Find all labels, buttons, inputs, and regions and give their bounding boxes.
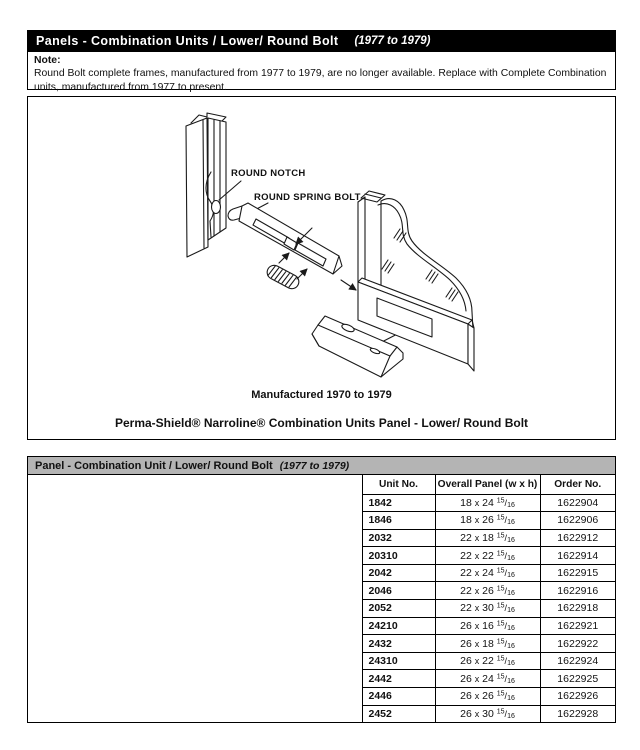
round-spring-bolt-part (227, 202, 343, 275)
order-no-cell: 1622916 (539, 581, 615, 601)
overall-panel-cell: 22 x 26 15/16 (434, 581, 541, 601)
unit-no-cell: 20310 (361, 546, 436, 565)
col-header-overall-panel: Overall Panel (w x h) (434, 475, 541, 495)
table-section-title: Panel - Combination Unit / Lower/ Round … (35, 459, 273, 472)
overall-panel-cell: 26 x 18 15/16 (434, 634, 541, 653)
exploded-view-diagram (185, 112, 475, 378)
order-no-cell: 1622922 (539, 634, 615, 653)
order-no-cell: 1622915 (539, 563, 615, 583)
order-no-cell: 1622925 (539, 669, 615, 689)
page-title-date-range: (1977 to 1979) (354, 34, 431, 47)
unit-no-cell: 24310 (361, 651, 436, 671)
overall-panel-cell: 22 x 18 15/16 (434, 528, 541, 548)
order-no-cell: 1622926 (539, 687, 615, 706)
round-spring-bolt-label: ROUND SPRING BOLT (254, 192, 361, 203)
order-no-cell: 1622928 (539, 704, 615, 723)
spring (266, 264, 300, 290)
unit-no-cell: 1846 (361, 511, 436, 530)
note-label: Note: (34, 55, 61, 66)
note-text: Round Bolt complete frames, manufactured… (34, 68, 607, 93)
unit-no-cell: 2046 (361, 581, 436, 601)
order-no-cell: 1622924 (539, 651, 615, 671)
table-section-header: Panel - Combination Unit / Lower/ Round … (28, 457, 615, 475)
overall-panel-cell: 18 x 24 15/16 (434, 493, 541, 513)
note-box: Note: Round Bolt complete frames, manufa… (27, 51, 616, 93)
title-bar: Panels - Combination Units / Lower/ Roun… (27, 30, 616, 51)
table-section-body: Unit No. Overall Panel (w x h) Order No.… (28, 475, 615, 723)
round-notch-label: ROUND NOTCH (231, 168, 306, 179)
panel-table: Unit No. Overall Panel (w x h) Order No.… (361, 475, 615, 723)
panel-table-section: Panel - Combination Unit / Lower/ Round … (27, 456, 616, 723)
table-header-row: Unit No. Overall Panel (w x h) Order No. (361, 475, 615, 495)
overall-panel-cell: 26 x 30 15/16 (434, 704, 541, 723)
lock-rail-piece (311, 315, 404, 378)
unit-no-cell: 24210 (361, 616, 436, 636)
overall-panel-cell: 22 x 22 15/16 (434, 546, 541, 565)
round-notch-leader (218, 180, 242, 201)
glass-hatching (381, 228, 459, 302)
overall-panel-cell: 26 x 22 15/16 (434, 651, 541, 671)
overall-panel-cell: 18 x 26 15/16 (434, 511, 541, 530)
unit-no-cell: 2442 (361, 669, 436, 689)
col-header-order-no: Order No. (539, 475, 615, 495)
unit-no-cell: 1842 (361, 493, 436, 513)
diagram-caption-product: Perma-Shield® Narroline® Combination Uni… (114, 416, 529, 430)
overall-panel-cell: 22 x 24 15/16 (434, 563, 541, 583)
table-section-date-range: (1977 to 1979) (279, 459, 350, 472)
order-no-cell: 1622906 (539, 511, 615, 530)
unit-no-cell: 2052 (361, 599, 436, 618)
overall-panel-cell: 26 x 26 15/16 (434, 687, 541, 706)
col-header-unit-no: Unit No. (361, 475, 436, 495)
unit-no-cell: 2432 (361, 634, 436, 653)
unit-no-cell: 2452 (361, 704, 436, 723)
overall-panel-cell: 26 x 16 15/16 (434, 616, 541, 636)
unit-no-cell: 2446 (361, 687, 436, 706)
order-no-cell: 1622912 (539, 528, 615, 548)
panel-with-glass (357, 190, 475, 372)
order-no-cell: 1622914 (539, 546, 615, 565)
page-title: Panels - Combination Units / Lower/ Roun… (36, 33, 339, 48)
order-no-cell: 1622904 (539, 493, 615, 513)
frame-jamb-piece (185, 112, 227, 258)
overall-panel-cell: 26 x 24 15/16 (434, 669, 541, 689)
diagram-box: ROUND NOTCH ROUND SPRING BOLT Manufactur… (27, 96, 616, 440)
round-notch-hole (210, 199, 222, 215)
unit-no-cell: 2042 (361, 563, 436, 583)
overall-panel-cell: 22 x 30 15/16 (434, 599, 541, 618)
order-no-cell: 1622921 (539, 616, 615, 636)
unit-no-cell: 2032 (361, 528, 436, 548)
diagram-caption-manufactured: Manufactured 1970 to 1979 (251, 389, 392, 401)
order-no-cell: 1622918 (539, 599, 615, 618)
